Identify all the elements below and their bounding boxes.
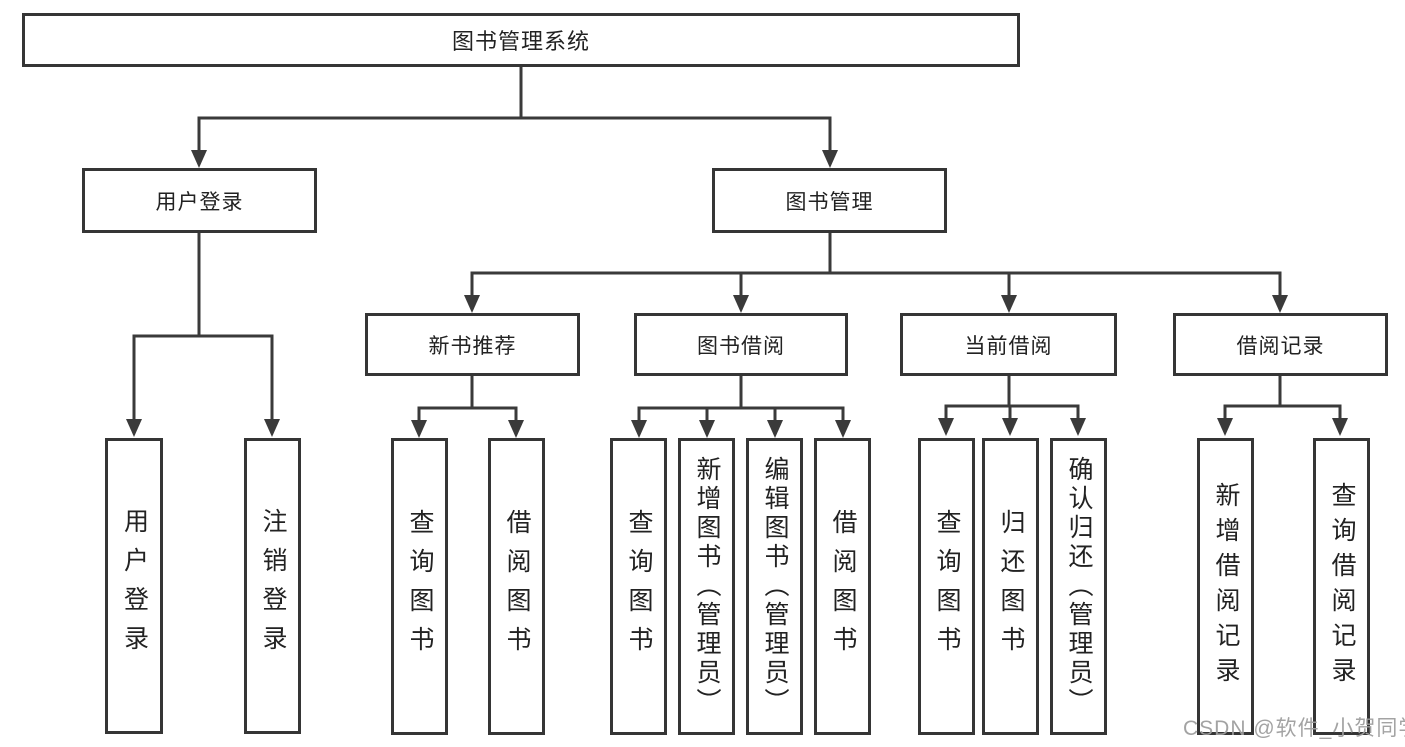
leaf-label: 查询借阅记录 <box>1328 481 1356 692</box>
node-current-borrowing: 当前借阅 <box>900 313 1117 376</box>
leaf-user-login: 用户登录 <box>105 438 163 734</box>
leaf-add-book-admin: 新增图书（管理员） <box>678 438 735 735</box>
leaf-search-book-recommend: 查询图书 <box>391 438 448 735</box>
node-label: 图书借阅 <box>697 334 785 358</box>
csdn-watermark: CSDN @软件_小贺同学 <box>1183 717 1405 740</box>
leaf-label: 借阅图书 <box>503 508 531 665</box>
leaf-label: 注销登录 <box>259 508 287 664</box>
node-label: 图书管理 <box>785 190 874 214</box>
leaf-label: 查询图书 <box>406 508 434 665</box>
leaf-label: 确认归还（管理员） <box>1065 456 1093 717</box>
node-label: 新书推荐 <box>428 334 517 358</box>
node-label: 用户登录 <box>155 190 244 214</box>
node-label: 借阅记录 <box>1236 334 1325 358</box>
leaf-confirm-return-admin: 确认归还（管理员） <box>1050 438 1107 735</box>
node-new-book-recommend: 新书推荐 <box>365 313 580 376</box>
leaf-label: 新增借阅记录 <box>1212 481 1240 692</box>
node-label: 当前借阅 <box>964 334 1053 358</box>
node-book-borrowing: 图书借阅 <box>634 313 848 376</box>
leaf-label: 查询图书 <box>933 508 961 665</box>
leaf-add-borrow-record: 新增借阅记录 <box>1197 438 1254 735</box>
leaf-label: 用户登录 <box>120 508 149 664</box>
leaf-label: 归还图书 <box>997 508 1025 665</box>
leaf-search-borrow-record: 查询借阅记录 <box>1313 438 1370 735</box>
leaf-label: 编辑图书（管理员） <box>761 456 789 717</box>
node-root-system: 图书管理系统 <box>22 13 1020 67</box>
leaf-label: 查询图书 <box>625 508 653 665</box>
leaf-logout: 注销登录 <box>244 438 301 734</box>
leaf-return-book: 归还图书 <box>982 438 1039 735</box>
leaf-label: 新增图书（管理员） <box>693 456 721 717</box>
leaf-label: 借阅图书 <box>829 508 857 665</box>
node-book-management-module: 图书管理 <box>712 168 947 233</box>
leaf-borrow-book-recommend: 借阅图书 <box>488 438 545 735</box>
node-label: 图书管理系统 <box>451 29 590 54</box>
leaf-edit-book-admin: 编辑图书（管理员） <box>746 438 803 735</box>
node-user-login-module: 用户登录 <box>82 168 317 233</box>
leaf-search-book-borrow: 查询图书 <box>610 438 667 735</box>
leaf-search-book-current: 查询图书 <box>918 438 975 735</box>
leaf-borrow-book: 借阅图书 <box>814 438 871 735</box>
node-borrowing-records: 借阅记录 <box>1173 313 1388 376</box>
